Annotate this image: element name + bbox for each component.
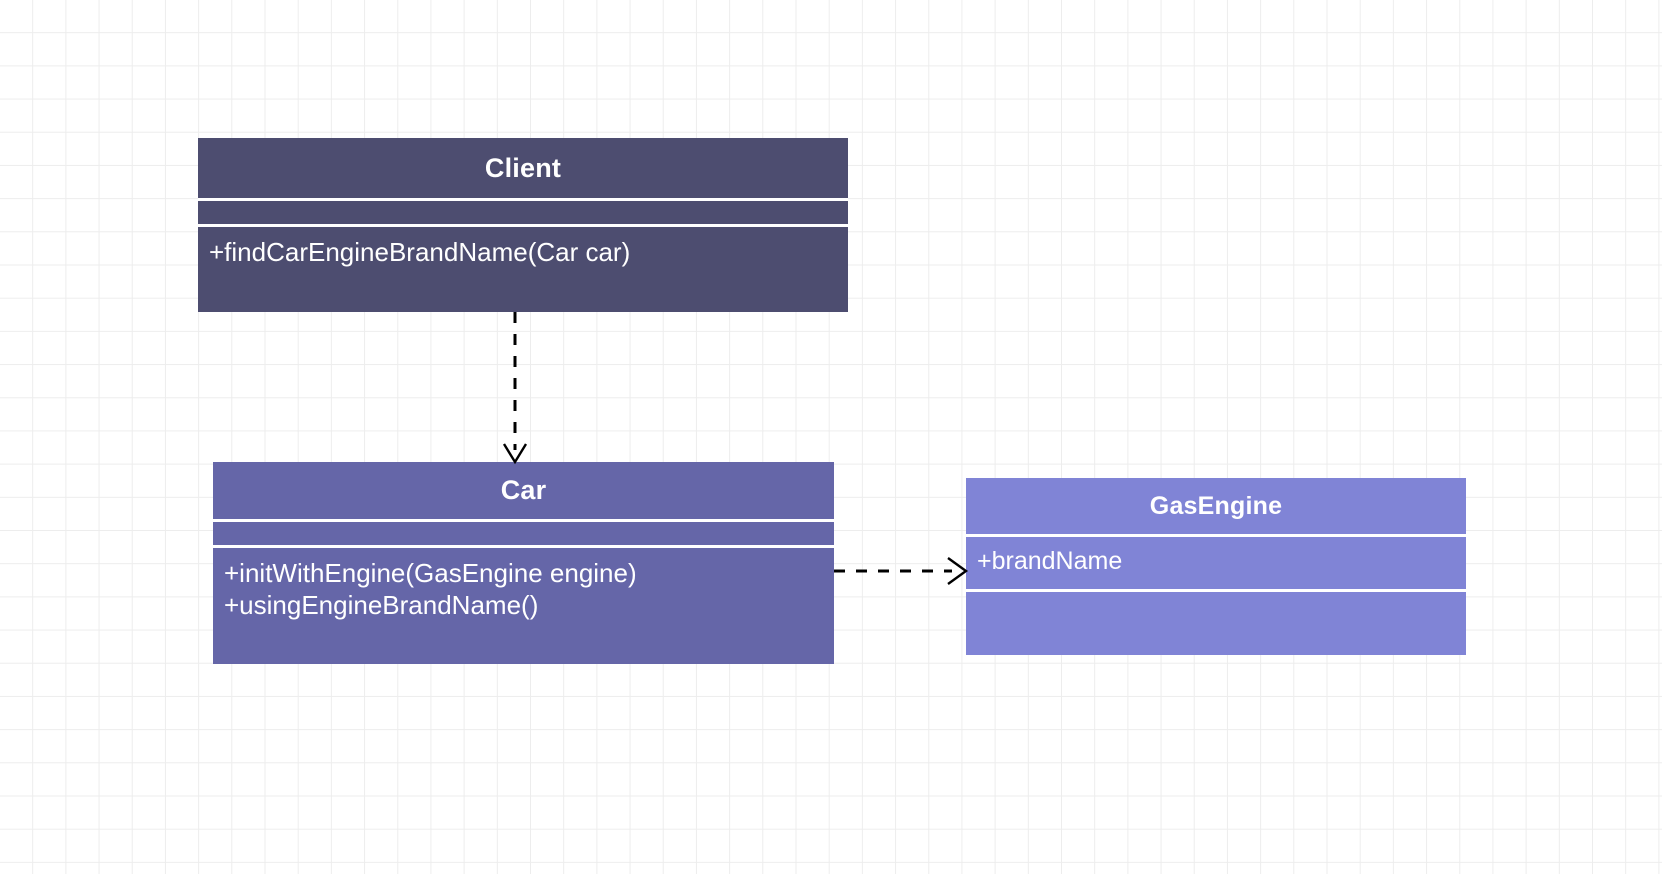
operations-compartment-client: +findCarEngineBrandName(Car car)	[198, 224, 848, 312]
class-box-client[interactable]: Client +findCarEngineBrandName(Car car)	[198, 138, 860, 324]
dependency-arrow-car-to-gasengine[interactable]	[834, 557, 974, 600]
attribute-item: +brandName	[977, 547, 1123, 575]
attributes-compartment-car	[213, 519, 834, 545]
attributes-compartment-gasengine: +brandName	[966, 534, 1466, 589]
class-name-car: Car	[500, 475, 547, 505]
class-name-gasengine: GasEngine	[1149, 491, 1283, 520]
attributes-compartment-client	[198, 198, 848, 224]
open-arrowhead-icon	[947, 557, 969, 585]
operation-item: +initWithEngine(GasEngine engine)	[224, 558, 637, 588]
class-box-car[interactable]: Car +initWithEngine(GasEngine engine) +u…	[213, 462, 846, 676]
class-box-gasengine[interactable]: GasEngine +brandName	[966, 478, 1478, 667]
dependency-arrow-client-to-car[interactable]	[502, 312, 544, 465]
open-arrowhead-icon	[502, 443, 528, 465]
operations-compartment-car: +initWithEngine(GasEngine engine) +using…	[213, 545, 834, 664]
operation-item: +usingEngineBrandName()	[224, 589, 539, 620]
operation-item: +findCarEngineBrandName(Car car)	[209, 237, 631, 267]
operations-compartment-gasengine	[966, 589, 1466, 655]
class-name-client: Client	[484, 152, 562, 183]
